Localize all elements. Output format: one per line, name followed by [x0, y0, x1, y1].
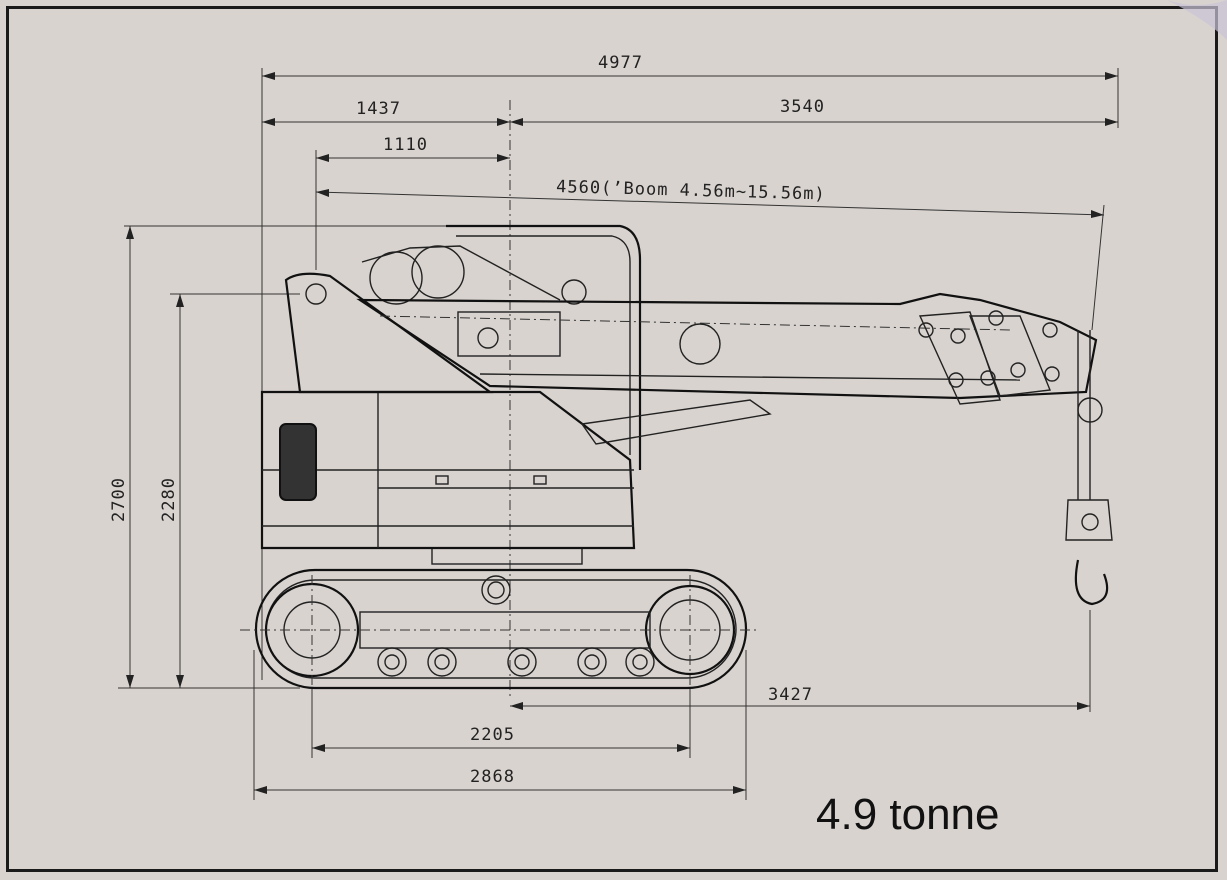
- upper-body: [260, 224, 642, 550]
- weight-label: 4.9 tonne: [816, 790, 1000, 839]
- dim-boom-pin-to-pivot: 1110: [383, 135, 428, 155]
- drawing-frame: [6, 6, 1218, 872]
- dim-track-length: 2868: [470, 767, 515, 787]
- corner-decoration: [1167, 0, 1227, 40]
- boom: [356, 292, 1098, 445]
- dim-boom-pin-height: 2280: [159, 477, 179, 522]
- slew-ring: [431, 547, 583, 565]
- dim-rear-to-pivot: 1437: [356, 99, 401, 119]
- dim-boom-ahead: 3540: [780, 97, 825, 117]
- dim-overall-length: 4977: [598, 53, 643, 73]
- crawler-track: [240, 568, 760, 690]
- dimension-lines: [118, 68, 1119, 800]
- dim-overall-height: 2700: [109, 477, 129, 522]
- hook-block: [1065, 330, 1113, 606]
- dim-pivot-to-hook: 3427: [768, 685, 813, 705]
- dim-tumbler-distance: 2205: [470, 725, 515, 745]
